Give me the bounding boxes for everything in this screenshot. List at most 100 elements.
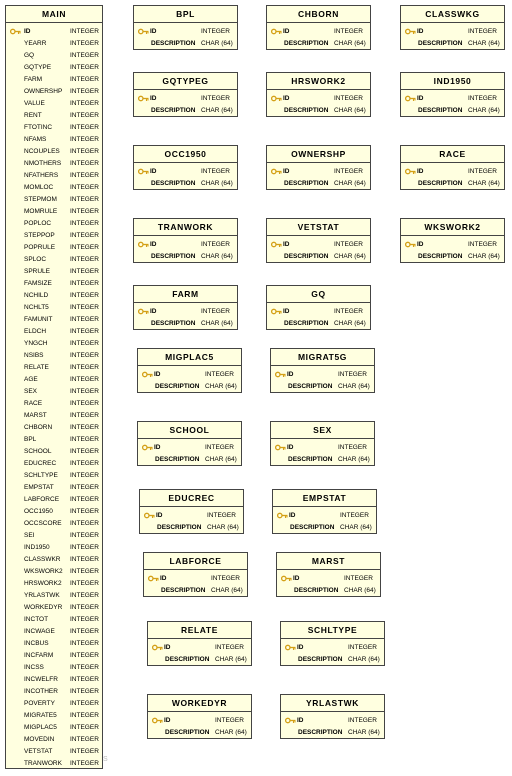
column-type: INTEGER	[70, 544, 99, 551]
table-title: MARST	[277, 553, 380, 570]
column-type: INTEGER	[468, 168, 497, 175]
primary-key-icon	[138, 93, 149, 105]
column-name: INCSS	[24, 664, 44, 671]
primary-key-icon	[138, 239, 149, 251]
column-name: MOMRULE	[24, 208, 58, 215]
table-title: LABFORCE	[144, 553, 247, 570]
column-name: MOMLOC	[24, 184, 54, 191]
column-type: INTEGER	[70, 688, 99, 695]
column-type: INTEGER	[70, 64, 99, 71]
table-title: OCC1950	[134, 146, 237, 163]
column-name: VALUE	[24, 100, 45, 107]
column-name: SEI	[24, 532, 35, 539]
column-name: SCHOOL	[24, 448, 52, 455]
table-title: OWNERSHP	[267, 146, 370, 163]
primary-key-icon	[275, 369, 286, 381]
column-type: CHAR (64)	[334, 253, 366, 260]
column-name: ELDCH	[24, 328, 47, 335]
column-name: NFATHERS	[24, 172, 59, 179]
column-name: ID	[289, 512, 296, 519]
column-name: VETSTAT	[24, 748, 53, 755]
primary-key-icon	[281, 573, 292, 585]
column-type: CHAR (64)	[205, 383, 237, 390]
column-name: YEARR	[24, 40, 47, 47]
column-name: GQ	[24, 52, 35, 59]
primary-key-icon	[285, 642, 296, 654]
column-type: INTEGER	[70, 376, 99, 383]
primary-key-icon	[148, 573, 159, 585]
column-name: EDUCREC	[24, 460, 57, 467]
column-type: CHAR (64)	[348, 729, 380, 736]
column-type: INTEGER	[70, 604, 99, 611]
column-type: CHAR (64)	[205, 456, 237, 463]
column-name: ID	[297, 644, 304, 651]
column-name: INCOTHER	[24, 688, 58, 695]
table-title: MAIN	[6, 6, 102, 23]
column-name: OWNERSHP	[24, 88, 63, 95]
column-name: ID	[283, 308, 290, 315]
column-name: DESCRIPTION	[290, 524, 335, 531]
table-title: RACE	[401, 146, 504, 163]
column-type: INTEGER	[205, 371, 234, 378]
column-name: ID	[283, 168, 290, 175]
column-name: ID	[417, 168, 424, 175]
column-name: DESCRIPTION	[151, 320, 196, 327]
column-name: DESCRIPTION	[418, 40, 463, 47]
column-name: HRSWORK2	[24, 580, 62, 587]
table-title: GQ	[267, 286, 370, 303]
column-type: INTEGER	[70, 28, 99, 35]
column-type: CHAR (64)	[211, 587, 243, 594]
primary-key-icon	[271, 93, 282, 105]
column-name: NSIBS	[24, 352, 44, 359]
column-type: INTEGER	[211, 575, 240, 582]
primary-key-icon	[138, 26, 149, 38]
column-name: NFAMS	[24, 136, 47, 143]
column-name: WKSWORK2	[24, 568, 63, 575]
column-type: INTEGER	[70, 388, 99, 395]
